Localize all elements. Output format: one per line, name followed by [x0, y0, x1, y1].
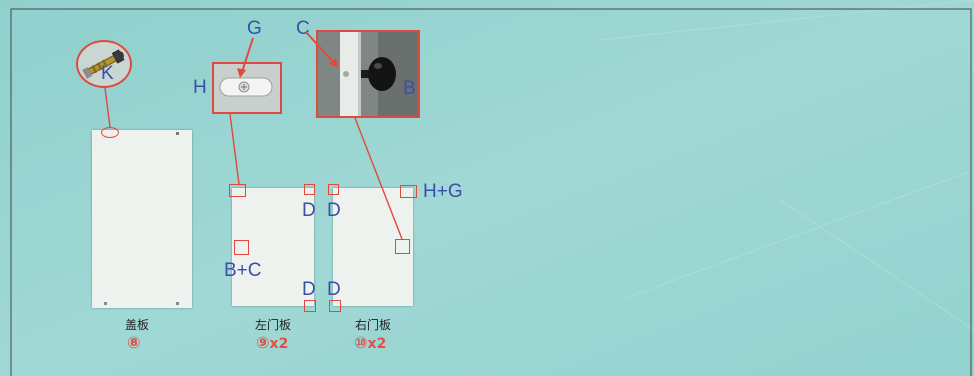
left-door-bottom-marker — [304, 300, 316, 312]
label-d-top-left: D — [302, 200, 316, 221]
part-name-cover-board: 盖板 — [124, 318, 149, 332]
right-door-bottom-marker — [329, 300, 341, 312]
diagram-frame — [10, 8, 972, 376]
label-d-top-right: D — [327, 200, 341, 221]
label-c: C — [296, 18, 310, 39]
cam-bolt-icon — [82, 49, 125, 79]
part-number: ⑨ — [256, 333, 270, 352]
label-d-bottom-right: D — [327, 279, 341, 300]
left-door-top-marker — [304, 184, 315, 195]
cover-board-hole-mark — [176, 132, 179, 135]
cover-board-hole-mark — [104, 302, 107, 305]
right-door-top-marker — [328, 184, 339, 195]
hinge-icon — [214, 64, 280, 112]
label-b: B — [403, 78, 416, 99]
part-name-right-door: 右门板 — [354, 318, 391, 332]
left-door-hinge-marker — [229, 184, 246, 197]
part-number-right-door: ⑩x2 — [354, 333, 386, 352]
cover-board-hole-mark — [176, 302, 179, 305]
label-k: K — [101, 63, 114, 84]
label-g: G — [247, 18, 262, 39]
cam-bolt-callout — [76, 40, 132, 88]
left-door-knob-marker — [234, 240, 249, 255]
cover-board-callout-ellipse — [101, 127, 119, 138]
knob-icon — [318, 32, 418, 116]
right-door-hinge-marker — [400, 185, 417, 198]
right-door-knob-marker — [395, 239, 410, 254]
part-number: ⑧ — [127, 333, 141, 352]
label-h: H — [193, 77, 207, 98]
part-quantity: x2 — [269, 336, 289, 352]
label-b-plus-c: B+C — [224, 260, 262, 281]
part-number-left-door: ⑨x2 — [256, 333, 288, 352]
hinge-photo — [212, 62, 282, 114]
part-number: ⑩ — [354, 333, 368, 352]
knob-photo — [316, 30, 420, 118]
part-name-left-door: 左门板 — [254, 318, 291, 332]
part-quantity: x2 — [367, 336, 387, 352]
left-door-panel — [232, 188, 314, 306]
label-d-bottom-left: D — [302, 279, 316, 300]
cover-board-panel — [92, 130, 192, 308]
label-h-plus-g: H+G — [423, 181, 463, 202]
part-number-cover-board: ⑧ — [127, 333, 141, 352]
